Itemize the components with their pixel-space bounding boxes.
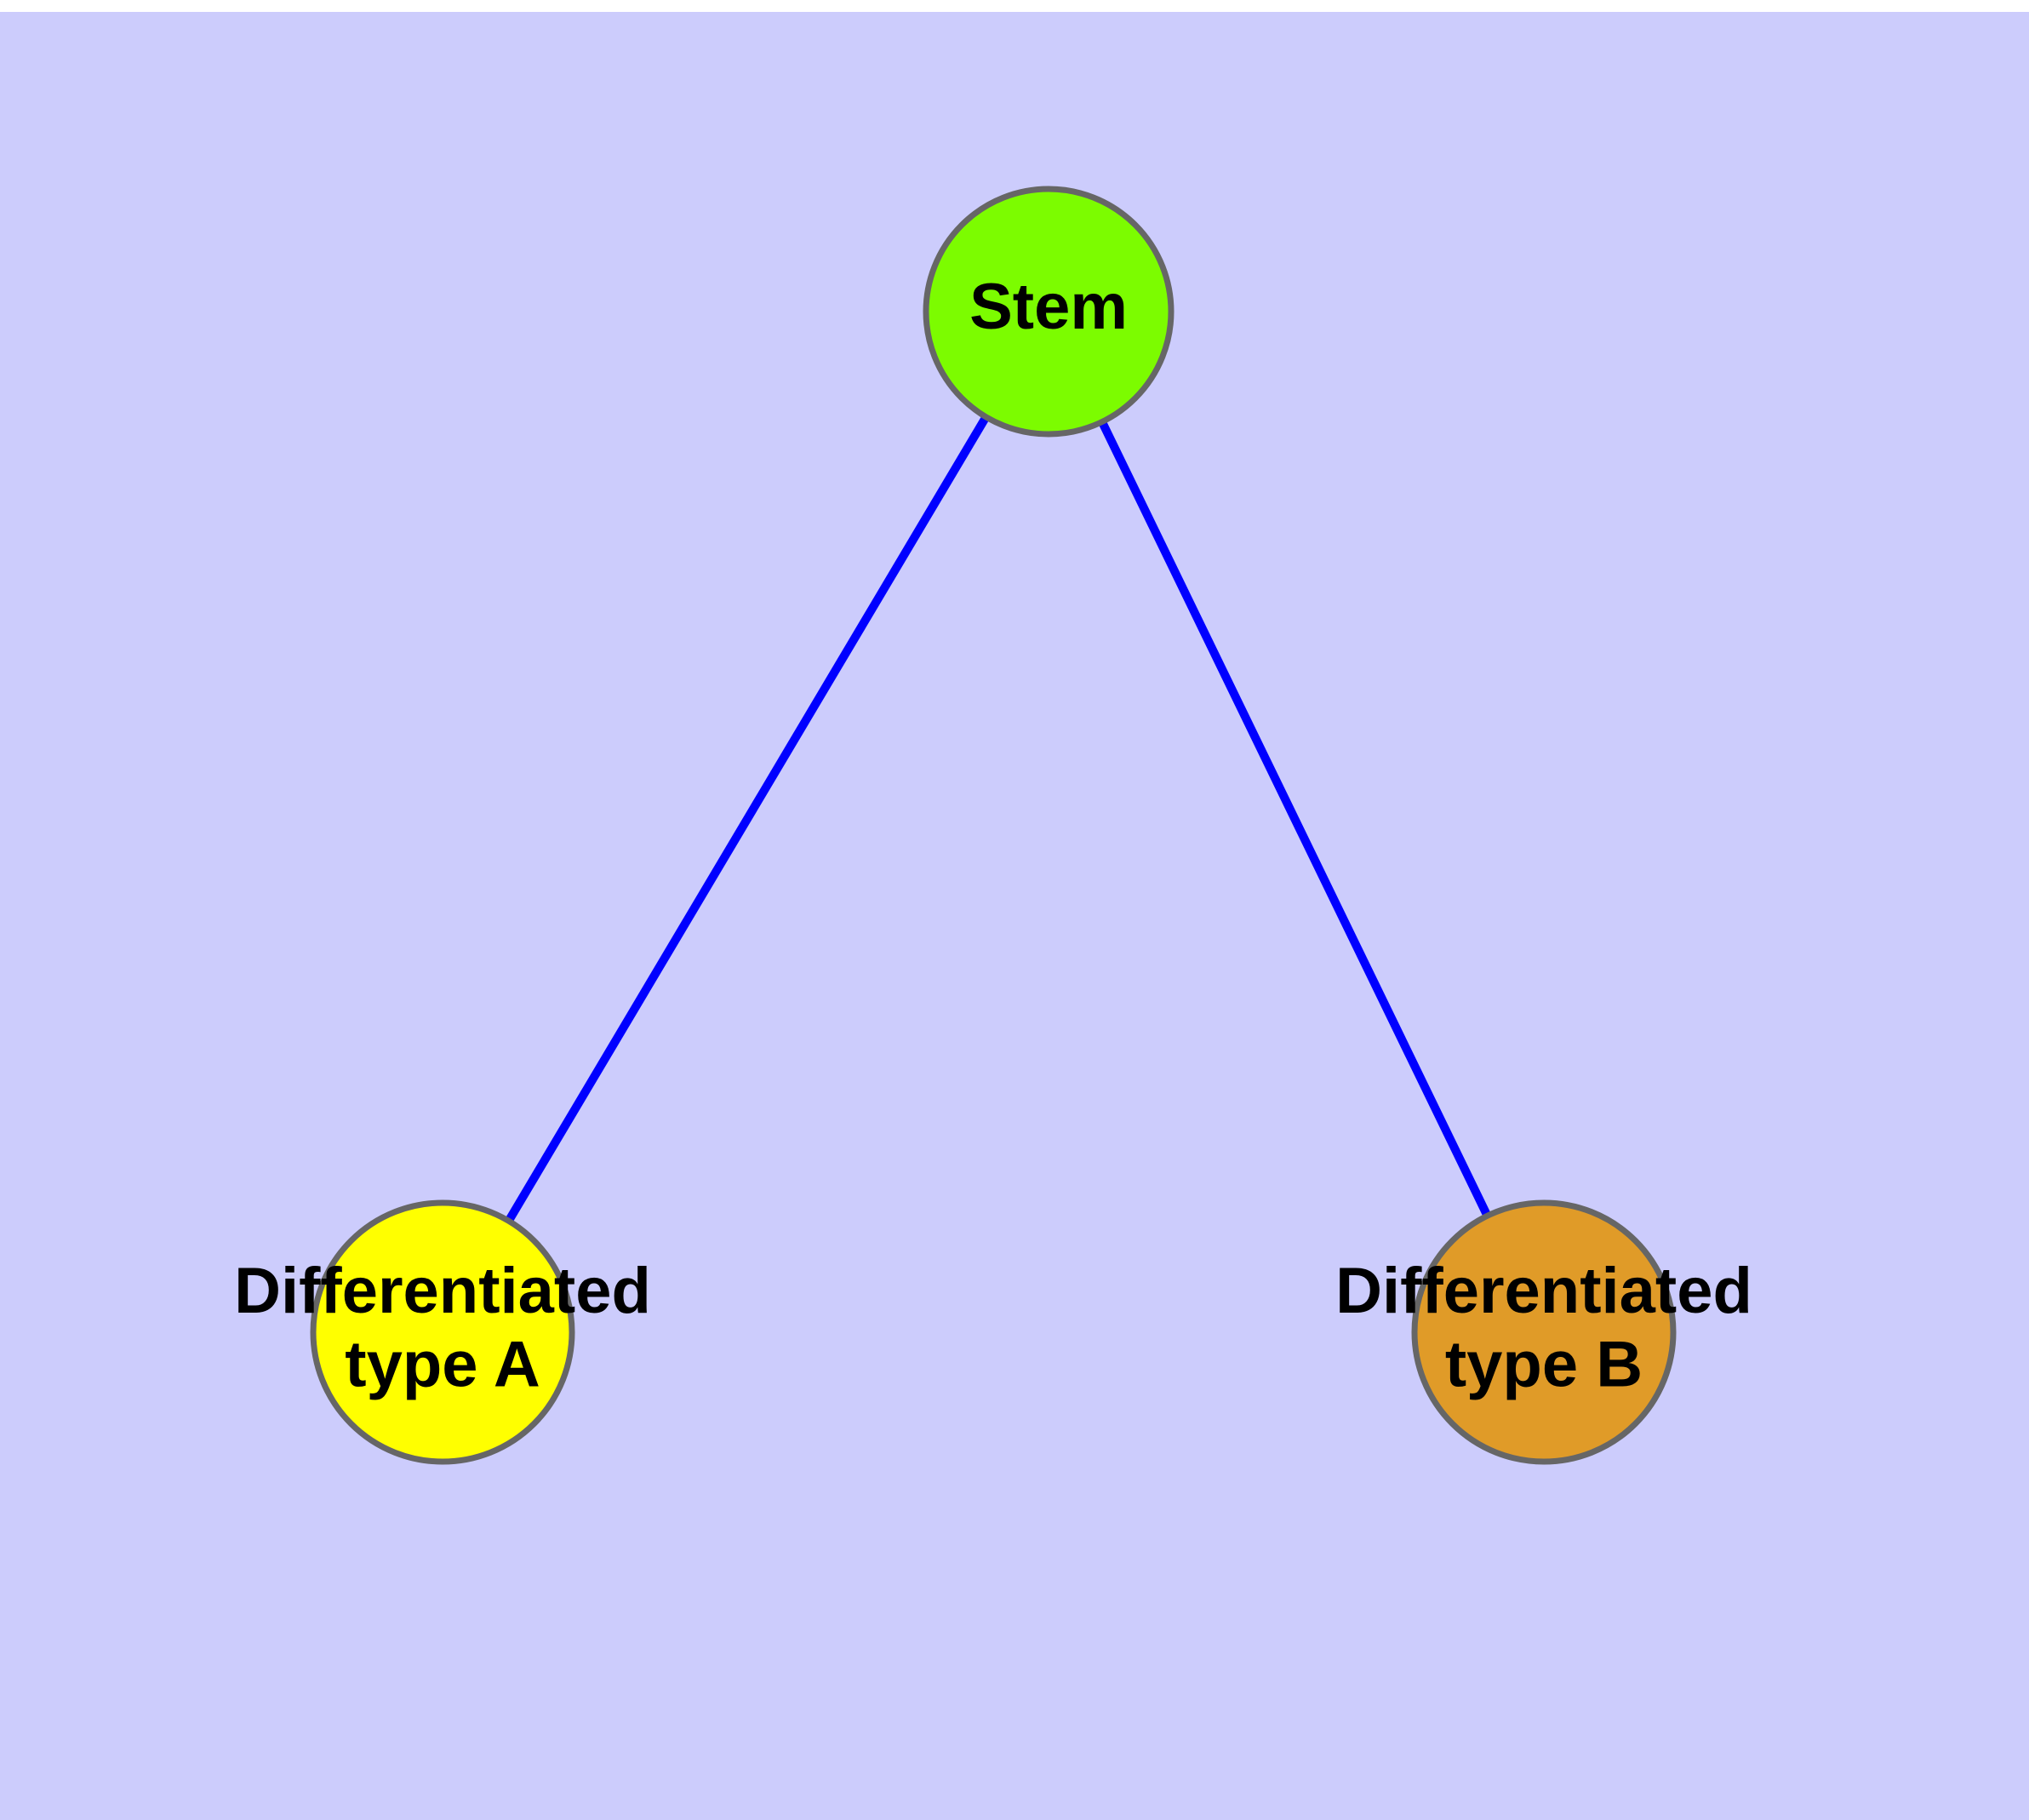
graph-node-diff_a[interactable] xyxy=(310,1199,575,1465)
graph-node-label-stem: Stem xyxy=(969,271,1128,343)
edges-layer xyxy=(505,415,1492,1223)
graph-node-label-line: type B xyxy=(1445,1328,1643,1400)
graph-edge-stem-to-diff_b[interactable] xyxy=(1098,420,1492,1218)
graph-node-diff_b[interactable] xyxy=(1411,1199,1677,1465)
graph-node-stem[interactable] xyxy=(923,186,1175,438)
graph-node-label-line: Differentiated xyxy=(234,1255,651,1327)
graph-node-label-line: Differentiated xyxy=(1335,1255,1752,1327)
graph-edge-stem-to-diff_a[interactable] xyxy=(505,415,990,1223)
graph-node-label-line: Stem xyxy=(969,271,1128,343)
graph-node-label-line: type A xyxy=(345,1328,540,1400)
nodes-layer xyxy=(310,186,1677,1465)
